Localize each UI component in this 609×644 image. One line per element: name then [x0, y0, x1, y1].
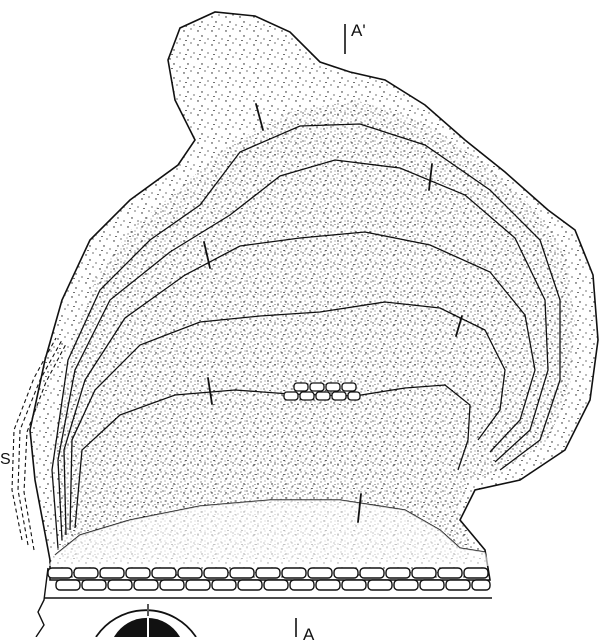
inner-block-cluster [284, 383, 360, 400]
side-label-s: S [0, 452, 11, 468]
partial-circle-symbol [96, 604, 196, 637]
section-label-bottom: A [303, 626, 314, 643]
section-label-top: A' [351, 22, 366, 39]
left-base-outline [36, 568, 48, 637]
